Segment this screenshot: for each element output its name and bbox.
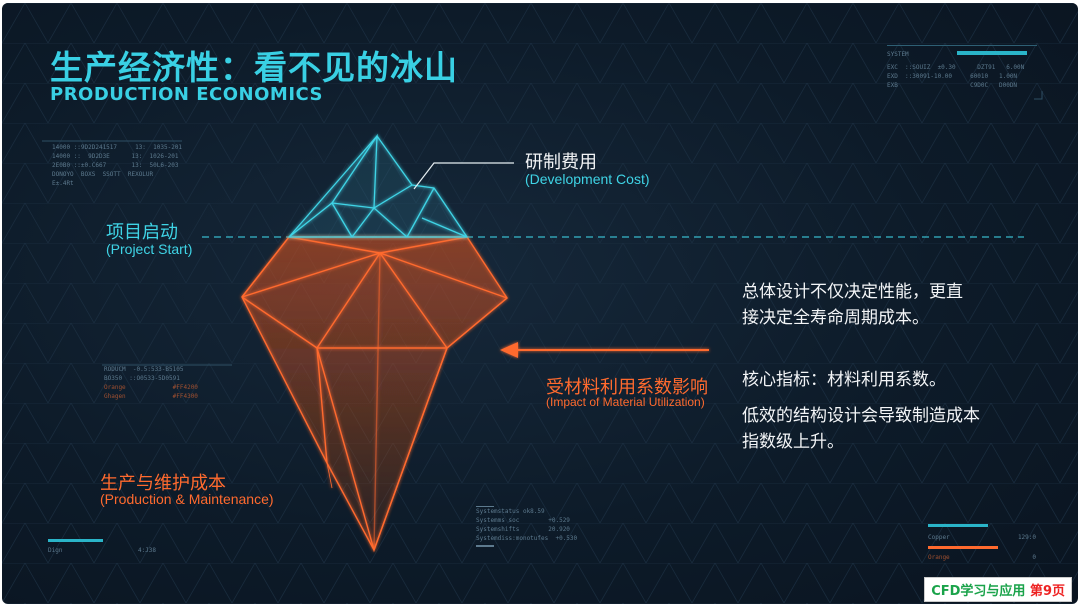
hud-bottom-left: Dign 4:J38 xyxy=(48,539,156,554)
hud-bottom-right-label-1: Copper xyxy=(928,534,950,541)
hud-top-left-row: 2E0B0 ::±0.C667 13: 50L6-203 xyxy=(52,162,179,169)
project-start-sublabel: (Project Start) xyxy=(106,241,193,257)
material-arrow xyxy=(500,342,709,358)
hud-top-left-row: DONOYO BOXS SSOTT REXOLUR xyxy=(52,171,154,178)
hud-top-right-head: SYSTEM xyxy=(887,51,909,58)
slide-canvas: 生产经济性：看不见的冰山 PRODUCTION ECONOMICS xyxy=(2,3,1078,604)
hud-top-left-row: 14000 :: 9D2D3E 13: 1026-201 xyxy=(52,153,179,160)
hud-mid-left-row: RODUCM -0.5:533-B5105 xyxy=(104,366,184,373)
badge-page: 第9页 xyxy=(1029,584,1065,599)
hud-top-right-row: EXC ::SOUIZ ±0.30 DZT91 6.00N xyxy=(887,64,1025,71)
hud-bottom-left-value: 4:J38 xyxy=(137,547,156,554)
dev-cost-sublabel: (Development Cost) xyxy=(525,171,650,187)
hud-top-left-row: E±.4Rt xyxy=(52,180,74,187)
hud-bottom-mid-row: Systemdiss:monotufes +0.530 xyxy=(476,535,578,542)
hud-bottom-right-value-2: 0 xyxy=(1032,554,1036,561)
production-sublabel: (Production & Maintenance) xyxy=(100,491,274,507)
hud-top-left: 14000 ::9D2D241517 13: 1035-201 14000 ::… xyxy=(52,143,182,188)
p1-line1: 总体设计不仅决定性能，更直 xyxy=(742,282,963,302)
hud-top-right-row: EXD ::30091-10.00 60010 1.00N xyxy=(887,73,1018,80)
hud-bottom-right-value-1: 129:0 xyxy=(1017,534,1036,541)
production-label: 生产与维护成本 xyxy=(100,473,226,494)
page-title: 生产经济性：看不见的冰山 xyxy=(50,48,458,87)
hud-bottom-right-label-2: Orange xyxy=(928,554,950,561)
hud-bottom-mid-row: Systemstatus ok8.59 xyxy=(476,508,545,515)
iceberg-diagram xyxy=(202,133,1024,553)
material-impact-sublabel: (Impact of Material Utilization) xyxy=(546,395,705,409)
hud-mid-left-row: Ghagen #FF4300 xyxy=(104,393,198,400)
hud-bottom-mid-row: Systemms soc +0.529 xyxy=(476,517,570,524)
badge-text: CFD学习与应用 xyxy=(931,584,1026,599)
p3-line1: 低效的结构设计会导致制造成本 xyxy=(742,406,980,426)
hud-bottom-left-label: Dign xyxy=(48,547,63,554)
background-grid xyxy=(2,3,1078,604)
right-paragraph-2: 核心指标：材料利用系数。 xyxy=(742,370,946,390)
p1-line2: 接决定全寿命周期成本。 xyxy=(742,308,929,328)
right-paragraph-3: 低效的结构设计会导致制造成本 指数级上升。 xyxy=(742,403,980,455)
hud-bottom-mid-row: Systemshifts 20.920 xyxy=(476,526,570,533)
page-subtitle: PRODUCTION ECONOMICS xyxy=(50,84,324,105)
dev-cost-label: 研制费用 xyxy=(525,152,597,173)
hud-mid-left-row: Orange #FF4200 xyxy=(104,384,198,391)
hud-bottom-mid: Systemstatus ok8.59 Systemms soc +0.529 … xyxy=(476,506,577,547)
hud-mid-left: RODUCM -0.5:533-B5105 BO350 ::O0533-5D05… xyxy=(104,365,198,401)
iceberg-underwater xyxy=(241,236,508,553)
hud-top-right-row: EXB C9D0C D00DN xyxy=(887,82,1018,89)
hud-mid-left-row: BO350 ::O0533-5D0591 xyxy=(104,375,180,382)
iceberg-tip xyxy=(287,133,469,238)
material-impact-label: 受材料利用系数影响 xyxy=(546,377,708,398)
page-badge: CFD学习与应用 第9页 xyxy=(924,577,1072,602)
dev-cost-callout-line xyxy=(413,162,514,190)
project-start-label: 项目启动 xyxy=(106,222,178,243)
hud-bottom-right: Copper 129:0 Orange 0 xyxy=(928,524,1036,564)
hud-top-left-row: 14000 ::9D2D241517 13: 1035-201 xyxy=(52,144,183,151)
right-paragraph-1: 总体设计不仅决定性能，更直 接决定全寿命周期成本。 xyxy=(742,279,963,331)
hud-top-right: SYSTEM EXC ::SOUIZ ±0.30 DZT91 6.00N EXD… xyxy=(887,45,1037,89)
p3-line2: 指数级上升。 xyxy=(742,432,844,452)
